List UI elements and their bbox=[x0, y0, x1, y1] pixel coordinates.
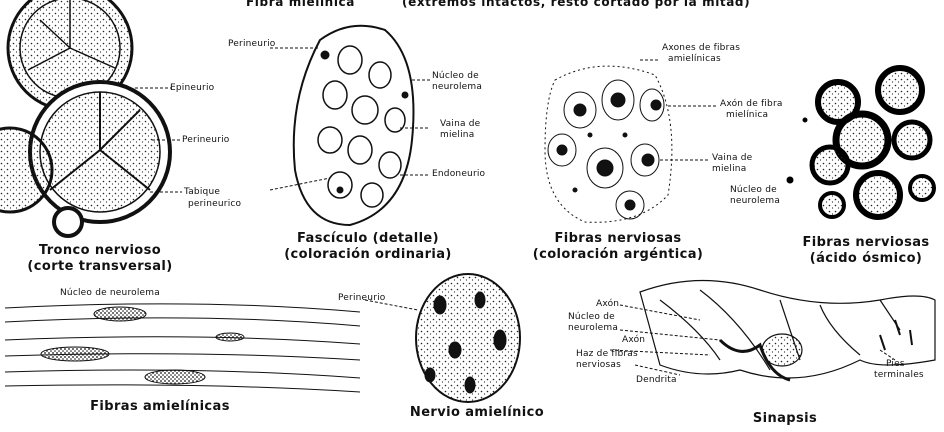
label-vaina-argentica: Vaina de bbox=[712, 154, 752, 163]
caption-sinapsis-title: Sinapsis bbox=[730, 412, 840, 425]
caption-amielinicas-title: Fibras amielínicas bbox=[60, 400, 260, 413]
label-axon-fibra: Axón de fibra bbox=[720, 100, 783, 109]
caption-fasciculo-subtitle: (coloración ordinaria) bbox=[264, 248, 472, 261]
label-nucleo-fasciculo: Núcleo de bbox=[432, 72, 479, 81]
label-vaina-fasciculo-2: mielina bbox=[440, 131, 474, 140]
label-dendrita: Dendrita bbox=[636, 376, 677, 385]
tronco-nervioso-drawing bbox=[0, 0, 182, 236]
label-nucleo-sinapsis-2: neurolema bbox=[568, 324, 618, 333]
caption-argentica-title: Fibras nerviosas bbox=[528, 232, 708, 245]
caption-tronco-title: Tronco nervioso bbox=[20, 244, 180, 257]
label-nucleo-amielinicas: Núcleo de neurolema bbox=[60, 289, 160, 298]
label-axones: Axones de fibras bbox=[662, 44, 740, 53]
label-axon-sinapsis-2: Axón bbox=[622, 336, 645, 345]
label-tabique: Tabique bbox=[184, 188, 220, 197]
label-pies-2: terminales bbox=[874, 371, 924, 380]
label-vaina-argentica-2: mielina bbox=[712, 165, 746, 174]
label-perineurio-tronco: Perineurio bbox=[182, 136, 230, 145]
label-vaina-fasciculo: Vaina de bbox=[440, 120, 480, 129]
header-right-label: (extremos intactos, resto cortado por la… bbox=[402, 0, 750, 8]
label-axones-2: amielínicas bbox=[668, 55, 721, 64]
caption-osmico-subtitle: (ácido ósmico) bbox=[790, 252, 942, 265]
argentica-drawing bbox=[545, 60, 718, 222]
label-endoneurio: Endoneurio bbox=[432, 170, 485, 179]
fasciculo-drawing bbox=[270, 26, 430, 225]
osmico-drawing bbox=[787, 68, 934, 217]
label-nucleo-sinapsis: Núcleo de bbox=[568, 313, 615, 322]
label-nucleo-fasciculo-2: neurolema bbox=[432, 83, 482, 92]
label-pies: Pies bbox=[886, 360, 905, 369]
header-left-label: Fibra mielínica bbox=[246, 0, 355, 8]
caption-nervio-title: Nervio amielínico bbox=[392, 406, 562, 419]
label-perineurio-fasciculo: Perineurio bbox=[228, 40, 276, 49]
caption-fasciculo-title: Fascículo (detalle) bbox=[278, 232, 458, 245]
caption-osmico-title: Fibras nerviosas bbox=[790, 236, 942, 249]
label-axon-sinapsis: Axón bbox=[596, 300, 619, 309]
label-nucleo-argentica: Núcleo de bbox=[730, 186, 777, 195]
label-epineurio: Epineurio bbox=[170, 84, 214, 93]
label-haz-2: nerviosas bbox=[576, 361, 621, 370]
label-tabique-2: perineurico bbox=[188, 200, 241, 209]
caption-tronco-subtitle: (corte transversal) bbox=[20, 260, 180, 273]
label-nucleo-argentica-2: neurolema bbox=[730, 197, 780, 206]
label-axon-fibra-2: mielínica bbox=[726, 111, 768, 120]
label-haz: Haz de fibras bbox=[576, 350, 638, 359]
label-perineurio-nervio: Perineurio bbox=[338, 294, 386, 303]
nervio-amielinico-drawing bbox=[365, 274, 520, 402]
amielinicas-drawing bbox=[5, 304, 360, 392]
caption-argentica-subtitle: (coloración argéntica) bbox=[512, 248, 724, 261]
